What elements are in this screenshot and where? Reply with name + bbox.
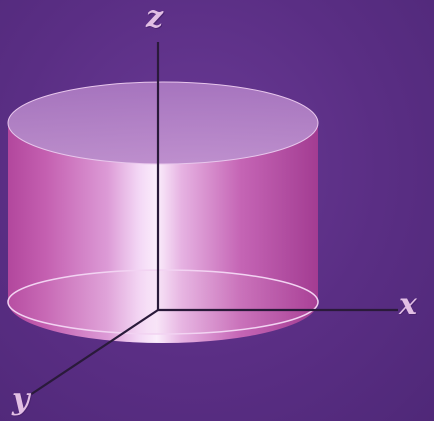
cylinder-base-ellipse [7,269,319,335]
cylinder-top-rim [7,81,319,165]
y-axis-label: y [12,382,30,417]
x-axis-label: x [399,287,417,322]
z-axis-label: z [146,0,164,35]
y-axis [29,309,159,396]
cylinder-top [8,82,318,164]
